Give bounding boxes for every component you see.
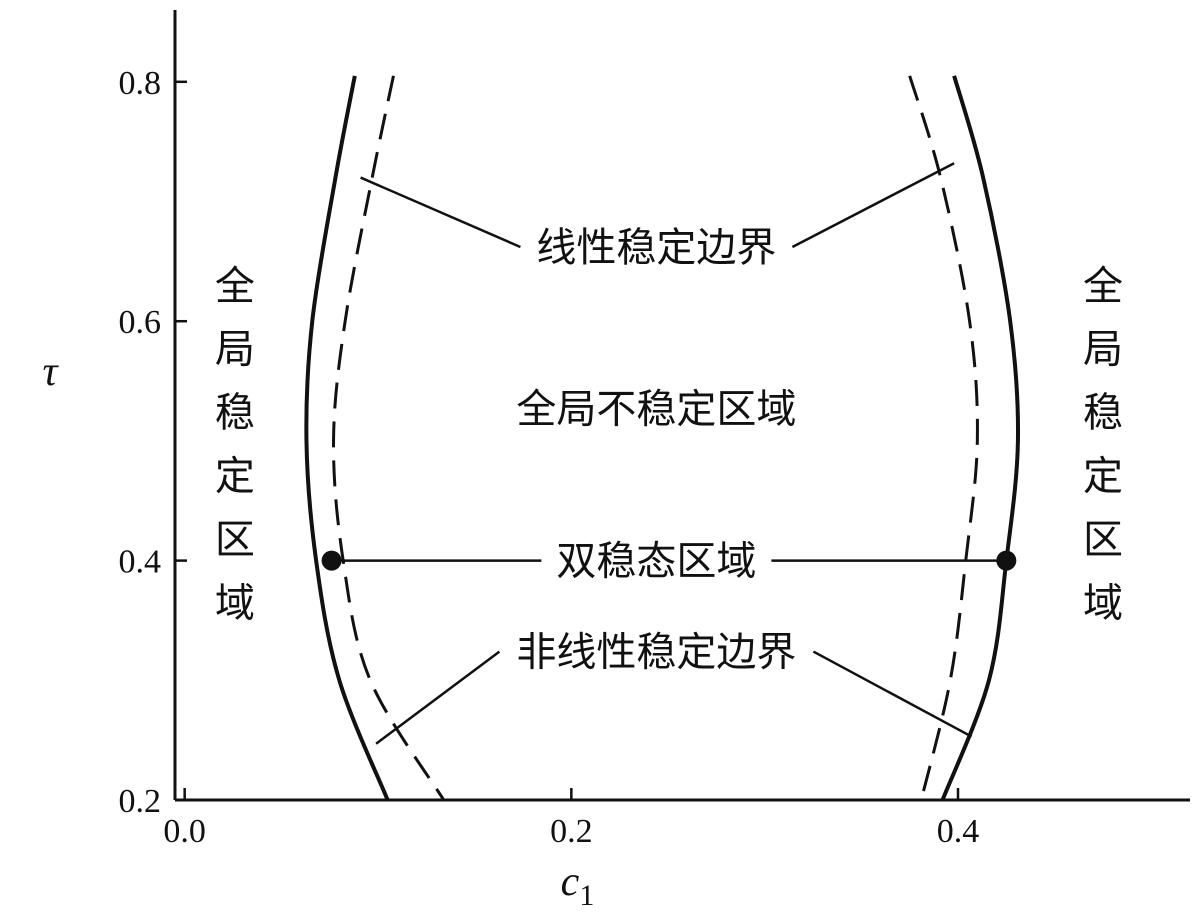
x-axis-label: c1	[561, 859, 595, 912]
region-label: 全局不稳定区域	[516, 387, 796, 433]
leader-line	[812, 650, 973, 738]
side-label-char: 域	[215, 581, 255, 627]
side-label-char: 全	[215, 263, 255, 309]
y-axis-label: τ	[42, 349, 59, 395]
bistable-points	[321, 550, 1017, 571]
side-label-char: 局	[1083, 327, 1123, 373]
side-label-char: 稳	[215, 390, 255, 436]
bistable-point	[321, 550, 342, 571]
region-label: 双稳态区域	[556, 539, 756, 585]
y-tick-label: 0.4	[119, 544, 162, 581]
y-tick-label: 0.8	[119, 65, 162, 102]
boundary-curve-3	[908, 75, 979, 801]
x-tick-label: 0.2	[550, 813, 593, 850]
side-label-char: 定	[215, 454, 255, 500]
y-tick-label: 0.6	[119, 304, 162, 341]
x-tick-label: 0.0	[163, 813, 206, 850]
leader-line	[360, 176, 521, 249]
side-label-char: 稳	[1083, 390, 1123, 436]
side-label-char: 域	[1083, 581, 1123, 627]
x-axis-label-subscript: 1	[579, 879, 594, 912]
bistable-point	[996, 550, 1017, 571]
boundary-curve-4	[940, 75, 1021, 801]
boundary-curves	[304, 75, 1021, 801]
chart-labels: c1 τ	[42, 349, 594, 912]
side-label-char: 区	[1083, 517, 1123, 563]
boundary-curve-1	[304, 75, 390, 801]
boundary-curve-2	[332, 75, 446, 801]
region-label: 非线性稳定边界	[516, 630, 796, 676]
side-label-char: 全	[1083, 263, 1123, 309]
y-tick-label: 0.2	[119, 783, 162, 820]
side-label-char: 局	[215, 327, 255, 373]
x-axis-label-main: c	[561, 859, 580, 905]
leader-line	[791, 162, 955, 249]
leader-lines	[331, 162, 1007, 745]
x-tick-label: 0.4	[937, 813, 980, 850]
side-label-char: 定	[1083, 454, 1123, 500]
side-label-char: 区	[215, 517, 255, 563]
region-label: 线性稳定边界	[536, 225, 776, 271]
leader-line	[375, 650, 501, 745]
